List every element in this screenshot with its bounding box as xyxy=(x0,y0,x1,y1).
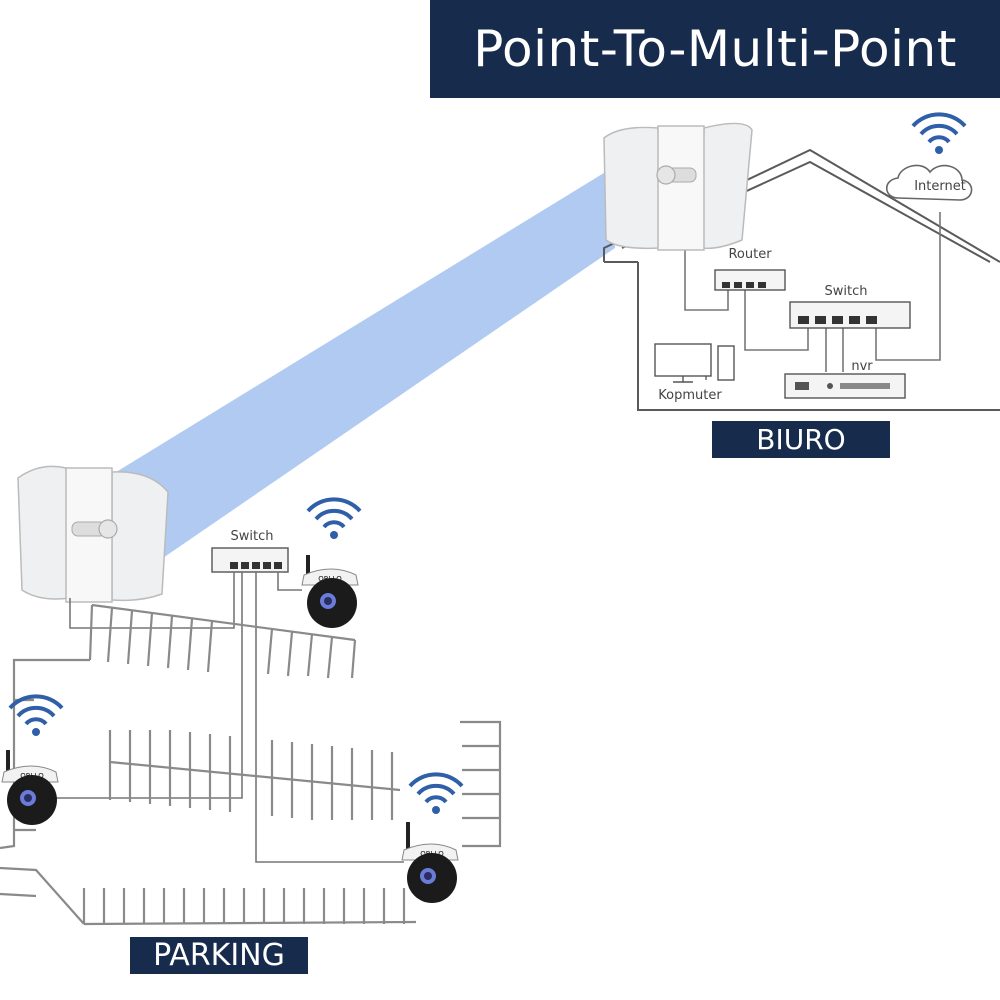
office-label: BIURO xyxy=(712,421,890,458)
wifi-icon xyxy=(911,112,967,154)
office-switch-label: Switch xyxy=(825,284,868,299)
nvr-label: nvr xyxy=(851,359,873,374)
page-title: Point-To-Multi-Point xyxy=(473,20,957,78)
title-banner: Point-To-Multi-Point xyxy=(430,0,1000,98)
router-icon xyxy=(714,269,786,291)
parking-label: PARKING xyxy=(130,937,308,974)
antenna-icon xyxy=(603,122,753,251)
monitor-icon xyxy=(654,343,735,383)
parking-switch-label: Switch xyxy=(231,529,274,544)
switch-icon xyxy=(789,301,911,329)
computer-label: Kopmuter xyxy=(658,388,722,403)
cloud-icon xyxy=(885,164,973,201)
wifi-icon xyxy=(8,694,64,736)
wifi-icon xyxy=(306,497,362,539)
wifi-icon xyxy=(408,772,464,814)
office-cabling xyxy=(684,212,941,380)
internet-label: Internet xyxy=(914,179,966,194)
wireless-link-beam xyxy=(95,168,615,560)
nvr-icon xyxy=(784,373,906,399)
camera-icon: ORLLO xyxy=(1,694,64,825)
antenna-icon xyxy=(17,465,169,603)
parking-lot-lines xyxy=(0,603,502,926)
camera-icon: ORLLO xyxy=(301,497,362,628)
switch-icon xyxy=(211,547,289,573)
router-label: Router xyxy=(728,247,772,262)
camera-icon: ORLLO xyxy=(401,772,464,903)
parking-cabling xyxy=(55,572,404,863)
